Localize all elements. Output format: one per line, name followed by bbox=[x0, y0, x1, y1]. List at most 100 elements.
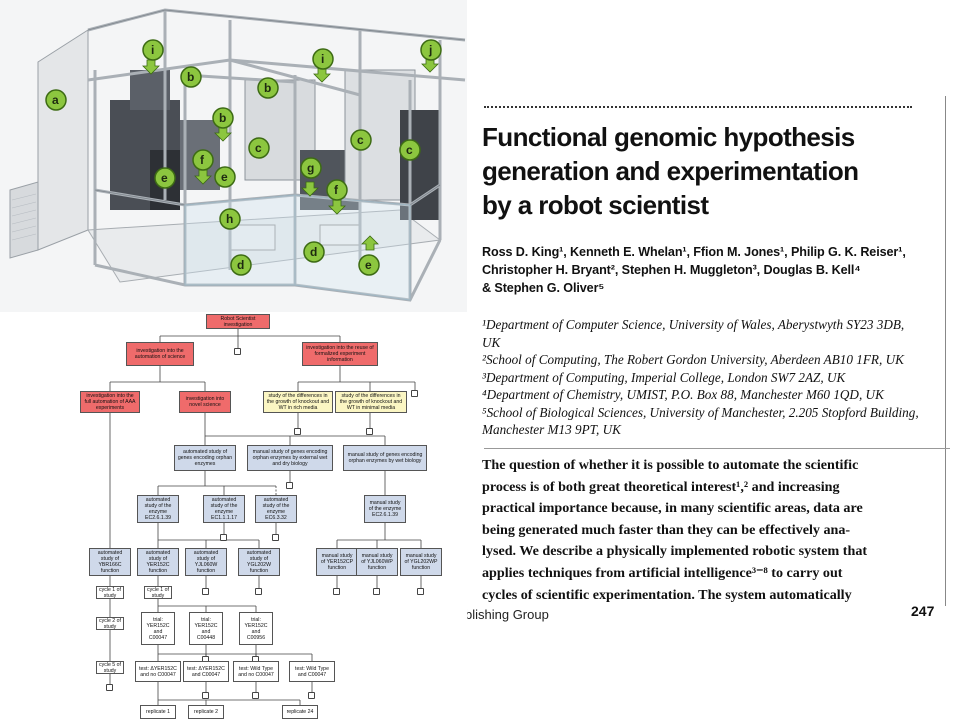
page-edge-line bbox=[945, 96, 946, 606]
callout-e: e bbox=[214, 166, 236, 188]
node-trial-c00448: trial: YER152C and C00448 bbox=[189, 612, 223, 645]
paper-title: Functional genomic hypothesis generation… bbox=[482, 122, 859, 220]
svg-text:e: e bbox=[161, 171, 168, 185]
node-automation-of-science: investigation into the automation of sci… bbox=[126, 342, 194, 366]
node-cycle-2: cycle 2 of study bbox=[96, 617, 124, 630]
callout-d: d bbox=[303, 241, 325, 263]
leaf-placeholder bbox=[106, 684, 113, 691]
leaf-placeholder bbox=[294, 428, 301, 435]
node-cycle-1: cycle 1 of study bbox=[96, 586, 124, 599]
svg-text:b: b bbox=[187, 70, 194, 84]
node-manual-wet-biology: manual study of genes encoding orphan en… bbox=[343, 445, 427, 471]
svg-text:i: i bbox=[151, 43, 154, 57]
leaf-placeholder bbox=[286, 482, 293, 489]
leaf-placeholder bbox=[373, 588, 380, 595]
leaf-placeholder bbox=[417, 588, 424, 595]
leaf-placeholder bbox=[220, 534, 227, 541]
tree-connectors bbox=[109, 329, 422, 705]
abstract: The question of whether it is possible t… bbox=[482, 457, 868, 603]
node-test-knockout-no-c00047: test: ΔYER152C and no C00047 bbox=[135, 661, 181, 682]
leaf-placeholder bbox=[252, 692, 259, 699]
svg-text:b: b bbox=[219, 111, 226, 125]
callout-e: e bbox=[154, 167, 176, 189]
callout-g: g bbox=[300, 157, 322, 179]
callout-i: i bbox=[142, 39, 164, 61]
callout-c: c bbox=[248, 137, 270, 159]
node-manual-ygl202wp: manual study of YGL202WP function bbox=[400, 548, 442, 576]
node-trial-c00956: trial: YER152C and C00956 bbox=[239, 612, 273, 645]
svg-text:d: d bbox=[237, 258, 244, 272]
svg-text:f: f bbox=[334, 183, 339, 197]
svg-text:c: c bbox=[255, 141, 262, 155]
robot-cad-drawing: a b b b c c c d d e e e f f g h i i j bbox=[9, 8, 466, 302]
author-list: Ross D. King¹, Kenneth E. Whelan¹, Ffion… bbox=[482, 245, 906, 295]
leaf-placeholder bbox=[202, 692, 209, 699]
robot-scientist-figure: a b b b c c c d d e e e f f g h i i j bbox=[0, 0, 467, 312]
node-novel-science: investigation into novel science bbox=[179, 391, 231, 413]
callout-a: a bbox=[45, 89, 67, 111]
leaf-placeholder bbox=[234, 348, 241, 355]
svg-text:g: g bbox=[307, 161, 314, 175]
callout-b: b bbox=[180, 66, 202, 88]
node-enzyme-ec2-6-1-39: automated study of the enzyme EC2.6.1.39 bbox=[137, 495, 179, 523]
leaf-placeholder bbox=[308, 692, 315, 699]
callout-j: j bbox=[420, 39, 442, 61]
node-test-wildtype-no-c00047: test: Wild Type and no C00047 bbox=[233, 661, 279, 682]
node-reuse-of-formalized-info: investigation into the reuse of formaliz… bbox=[302, 342, 378, 366]
node-enzyme-ec6-3-32: automated study of the enzyme EC6.3.32 bbox=[255, 495, 297, 523]
node-test-knockout-c00047: test: ΔYER152C and C00047 bbox=[183, 661, 229, 682]
page-number: 247 bbox=[911, 603, 935, 619]
callout-b: b bbox=[257, 77, 279, 99]
callout-i: i bbox=[312, 48, 334, 70]
leaf-placeholder bbox=[411, 390, 418, 397]
node-yjl060w-function: automated study of YJL060W function bbox=[185, 548, 227, 576]
svg-text:i: i bbox=[321, 52, 324, 66]
node-full-automation-aaa: investigation into the full automation o… bbox=[80, 391, 140, 413]
node-ygl202w-function: automated study of YGL202W function bbox=[238, 548, 280, 576]
leaf-placeholder bbox=[255, 588, 262, 595]
callout-f: f bbox=[192, 149, 214, 171]
svg-text:f: f bbox=[200, 153, 205, 167]
section-divider bbox=[484, 448, 950, 449]
leaf-placeholder bbox=[366, 428, 373, 435]
node-minimal-media: study of the differences in the growth o… bbox=[335, 391, 407, 413]
svg-text:e: e bbox=[221, 170, 228, 184]
node-replicate-24: replicate 24 bbox=[282, 705, 318, 719]
svg-text:a: a bbox=[52, 93, 59, 107]
callout-h: h bbox=[219, 208, 241, 230]
node-ybr166c-function: automated study of YBR166C function bbox=[89, 548, 131, 576]
ontology-tree-diagram: Robot Scientist investigation investigat… bbox=[0, 312, 452, 720]
dotted-rule bbox=[484, 106, 912, 108]
node-test-wildtype-c00047: test: Wild Type and C00047 bbox=[289, 661, 335, 682]
svg-text:h: h bbox=[226, 212, 233, 226]
node-manual-external-biology: manual study of genes encoding orphan en… bbox=[247, 445, 333, 471]
node-manual-yjl060wp: manual study of YJL060WP function bbox=[356, 548, 398, 576]
node-rich-media: study of the differences in the growth o… bbox=[263, 391, 333, 413]
node-automated-orphan-genes: automated study of genes encoding orphan… bbox=[174, 445, 236, 471]
callout-d: d bbox=[230, 254, 252, 276]
leaf-placeholder bbox=[333, 588, 340, 595]
callout-c: c bbox=[399, 139, 421, 161]
svg-text:j: j bbox=[428, 43, 432, 57]
svg-text:d: d bbox=[310, 245, 317, 259]
affiliations: ¹Department of Computer Science, Univers… bbox=[482, 317, 919, 437]
callout-f: f bbox=[326, 179, 348, 201]
node-manual-yer152cp: manual study of YER152CP function bbox=[316, 548, 358, 576]
node-replicate-1: replicate 1 bbox=[140, 705, 176, 719]
node-replicate-2: replicate 2 bbox=[188, 705, 224, 719]
callout-b: b bbox=[212, 107, 234, 129]
publisher-footer: blishing Group bbox=[467, 607, 549, 622]
node-root: Robot Scientist investigation bbox=[206, 314, 270, 329]
callout-e: e bbox=[358, 254, 380, 276]
callout-c: c bbox=[350, 129, 372, 151]
leaf-placeholder bbox=[272, 534, 279, 541]
node-manual-enzyme-ec2-6-1-39: manual study of the enzyme EC2.6.1.39 bbox=[364, 495, 406, 523]
svg-text:e: e bbox=[365, 258, 372, 272]
node-cycle-5: cycle 5 of study bbox=[96, 661, 124, 674]
svg-text:b: b bbox=[264, 81, 271, 95]
leaf-placeholder bbox=[202, 588, 209, 595]
svg-text:c: c bbox=[406, 143, 413, 157]
node-trial-c00047: trial: YER152C and C00047 bbox=[141, 612, 175, 645]
svg-text:c: c bbox=[357, 133, 364, 147]
node-enzyme-ec1-1-1-17: automated study of the enzyme EC1.1.1.17 bbox=[203, 495, 245, 523]
